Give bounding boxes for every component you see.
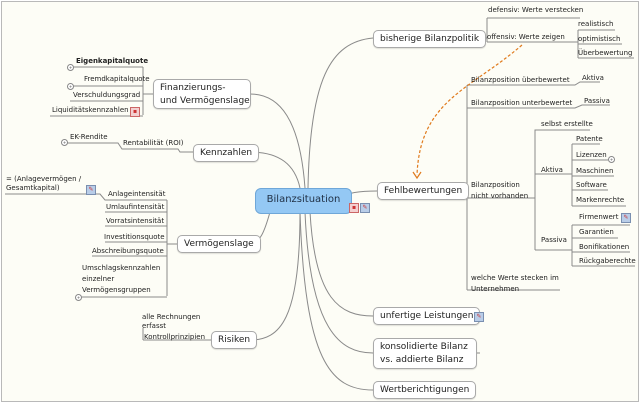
subtopic-ueberbewertung[interactable]: Überbewertung — [578, 49, 633, 57]
subtopic-offensiv[interactable]: offensiv: Werte zeigen — [487, 33, 565, 41]
subtopic-abschreibungsquote[interactable]: Abschreibungsquote — [92, 247, 164, 255]
subtopic-verschuldungsgrad[interactable]: Verschuldungsgrad — [73, 91, 141, 99]
subtopic-welche-werte[interactable]: welche Werte stecken im Unternehmen — [469, 273, 561, 296]
subtopic-passiva-nv[interactable]: Passiva — [541, 236, 567, 244]
subtopic-ek-rendite[interactable]: EK-Rendite — [70, 133, 108, 141]
topic-wertberichtigungen[interactable]: Wertberichtigungen — [373, 381, 477, 399]
note-line: = (Anlagevermögen / — [6, 175, 82, 183]
note-icon[interactable]: ✎ — [621, 213, 631, 223]
central-topic[interactable]: Bilanzsituation — [255, 188, 352, 214]
topic-label: Bilanzposition — [471, 181, 520, 189]
subtopic-garantien[interactable]: Garantien — [579, 228, 614, 236]
note-formula: = (Anlagevermögen /Gesamtkapital) — [4, 175, 83, 194]
topic-bisherige-bilanzpolitik[interactable]: bisherige Bilanzpolitik — [373, 30, 487, 48]
subtopic-realistisch[interactable]: realistisch — [578, 20, 614, 28]
subtopic-maschinen[interactable]: Maschinen — [576, 167, 614, 175]
topic-label: Umschlagskennzahlen — [82, 264, 161, 272]
subtopic-nicht-vorhanden[interactable]: Bilanzposition nicht vorhanden — [469, 180, 530, 203]
subtopic-rentabilitaet[interactable]: Rentabilität (ROI) — [123, 139, 184, 147]
topic-risiken[interactable]: Risiken — [211, 331, 258, 349]
attachment-icon[interactable]: ▪ — [349, 203, 359, 213]
subtopic-markenrechte[interactable]: Markenrechte — [576, 196, 625, 204]
subtopic-passiva[interactable]: Passiva — [584, 97, 610, 105]
subtopic-eigenkapitalquote[interactable]: Eigenkapitalquote — [76, 57, 149, 65]
topic-finanzierungs-vermoegenslage[interactable]: Finanzierungs-und Vermögenslage — [153, 79, 251, 109]
subtopic-anlageintensitaet[interactable]: Anlageintensität — [108, 190, 166, 198]
subtopic-fremdkapitalquote[interactable]: Fremdkapitalquote — [84, 75, 150, 83]
relationship-arrow — [416, 44, 523, 176]
topic-label: konsolidierte Bilanz — [380, 342, 468, 352]
subtopic-patente[interactable]: Patente — [576, 135, 603, 143]
note-icon[interactable]: ✎ — [474, 312, 484, 322]
subtopic-aktiva[interactable]: Aktiva — [582, 74, 604, 82]
note-icon[interactable]: ✎ — [86, 185, 96, 195]
topic-label: welche Werte stecken im — [471, 274, 559, 282]
topic-label: Unternehmen — [471, 285, 520, 293]
attachment-icon[interactable]: ▪ — [130, 107, 140, 117]
subtopic-umlaufintensitaet[interactable]: Umlaufintensität — [106, 203, 165, 211]
subtopic-unterbewertet[interactable]: Bilanzposition unterbewertet — [471, 99, 573, 107]
expand-icon[interactable]: + — [608, 156, 615, 163]
note-line: alle Rechnungen — [142, 313, 201, 321]
subtopic-kontrollprinzipien[interactable]: Kontrollprinzipien — [144, 333, 206, 341]
subtopic-bonifikationen[interactable]: Bonifikationen — [579, 243, 630, 251]
subtopic-liquiditaetskennzahlen[interactable]: Liquiditätskennzahlen — [52, 106, 129, 114]
subtopic-defensiv[interactable]: defensiv: Werte verstecken — [488, 6, 584, 14]
topic-label: einzelner — [82, 275, 115, 283]
topic-unfertige-leistungen[interactable]: unfertige Leistungen — [373, 307, 481, 325]
subtopic-ueberbewertet[interactable]: Bilanzposition überbewertet — [471, 76, 570, 84]
note-line: erfasst — [142, 322, 166, 330]
expand-icon[interactable]: + — [67, 83, 74, 90]
note-icon[interactable]: ✎ — [360, 203, 370, 213]
topic-fehlbewertungen[interactable]: Fehlbewertungen — [377, 182, 470, 200]
topic-label: Finanzierungs- — [160, 83, 226, 93]
expand-icon[interactable]: + — [67, 64, 74, 71]
topic-label: nicht vorhanden — [471, 192, 529, 200]
subtopic-firmenwert[interactable]: Firmenwert — [579, 213, 619, 221]
subtopic-software[interactable]: Software — [576, 181, 607, 189]
topic-label: und Vermögenslage — [160, 96, 250, 106]
subtopic-investitionsquote[interactable]: Investitionsquote — [104, 233, 165, 241]
subtopic-vorratsintensitaet[interactable]: Vorratsintensität — [106, 217, 165, 225]
topic-label: vs. addierte Bilanz — [380, 355, 464, 365]
topic-vermoegenslage[interactable]: Vermögenslage — [177, 235, 261, 253]
subtopic-rueckgaberechte[interactable]: Rückgaberechte — [579, 257, 636, 265]
expand-icon[interactable]: + — [75, 294, 82, 301]
subtopic-lizenzen[interactable]: Lizenzen — [576, 151, 607, 159]
expand-icon[interactable]: + — [61, 139, 68, 146]
subtopic-optimistisch[interactable]: optimistisch — [578, 35, 621, 43]
topic-kennzahlen[interactable]: Kennzahlen — [193, 144, 260, 162]
subtopic-selbst-erstellte[interactable]: selbst erstellte — [541, 120, 593, 128]
topic-konsolidierte-bilanz[interactable]: konsolidierte Bilanz vs. addierte Bilanz — [373, 338, 477, 369]
topic-label: Vermögensgruppen — [82, 286, 151, 294]
subtopic-aktiva-nv[interactable]: Aktiva — [541, 166, 563, 174]
note-line: Gesamtkapital) — [6, 184, 60, 192]
